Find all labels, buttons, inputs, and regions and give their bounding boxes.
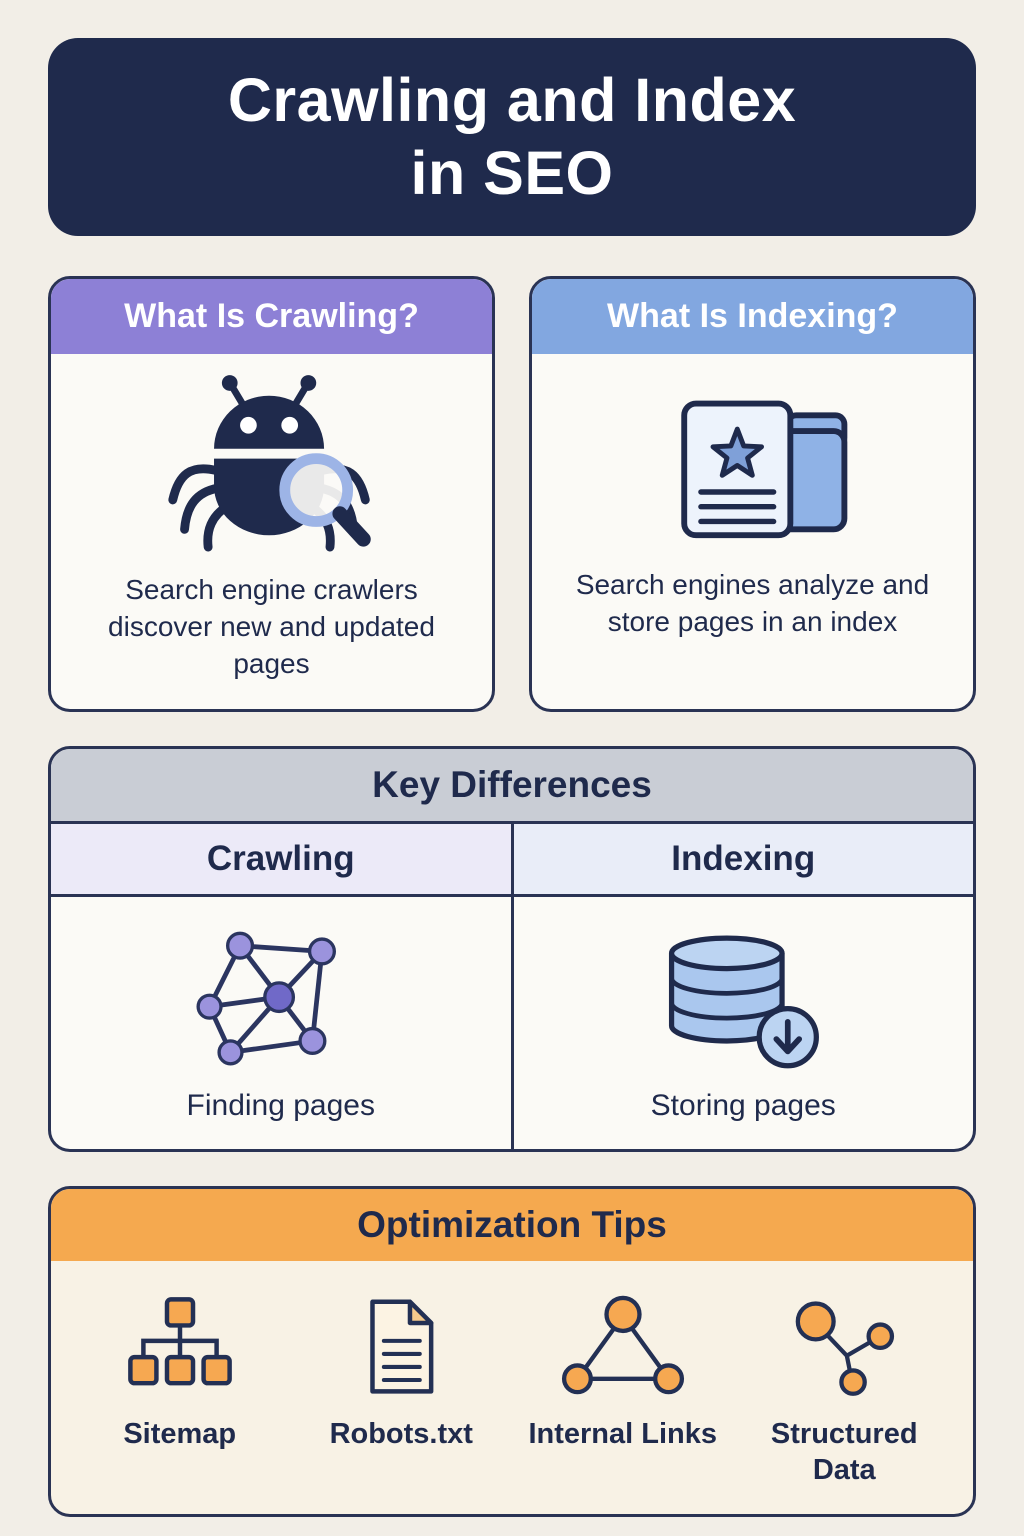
tip-structured-data: Structured Data bbox=[734, 1291, 956, 1488]
indexing-column: Indexing Storing pages bbox=[510, 824, 974, 1150]
indexing-column-header: Indexing bbox=[513, 824, 973, 898]
link-graph-icon bbox=[181, 919, 381, 1081]
indexing-card-description: Search engines analyze and store pages i… bbox=[575, 569, 930, 638]
tip-internal-links-label: Internal Links bbox=[528, 1418, 718, 1451]
indexing-column-caption: Storing pages bbox=[650, 1089, 836, 1123]
key-differences-title: Key Differences bbox=[51, 749, 973, 825]
key-differences-table: Crawling bbox=[51, 824, 974, 1150]
indexing-card: What Is Indexing? Search engines analyze… bbox=[529, 276, 976, 713]
tip-structured-data-label: Structured Data bbox=[770, 1418, 918, 1486]
crawling-column-header: Crawling bbox=[51, 824, 511, 898]
tip-robots-txt-label: Robots.txt bbox=[329, 1418, 473, 1451]
optimization-tips-section: Optimization Tips bbox=[48, 1186, 976, 1517]
database-store-icon bbox=[643, 919, 843, 1081]
crawling-column: Crawling bbox=[51, 824, 511, 1149]
page-title-line-2: in SEO bbox=[410, 139, 614, 208]
indexed-documents-icon bbox=[640, 370, 866, 557]
tip-internal-links: Internal Links bbox=[512, 1291, 734, 1452]
crawling-card-description: Search engine crawlers discover new and … bbox=[108, 574, 435, 680]
definition-cards-row: What Is Crawling? bbox=[48, 276, 976, 713]
sitemap-icon bbox=[119, 1291, 241, 1403]
page-title-line-1: Crawling and Index bbox=[227, 66, 797, 134]
header-banner: Crawling and Index in SEO bbox=[48, 38, 976, 237]
tip-sitemap: Sitemap bbox=[69, 1291, 291, 1452]
crawling-card-body: Search engine crawlers discover new and … bbox=[51, 354, 492, 709]
robots-txt-file-icon bbox=[348, 1291, 454, 1403]
tip-sitemap-label: Sitemap bbox=[123, 1418, 237, 1451]
key-differences-section: Key Differences Crawling bbox=[48, 746, 976, 1153]
crawling-column-body: Finding pages bbox=[51, 897, 511, 1149]
tip-robots-txt: Robots.txt bbox=[291, 1291, 513, 1452]
internal-links-icon bbox=[556, 1291, 690, 1403]
crawling-card-title: What Is Crawling? bbox=[51, 279, 492, 355]
optimization-tips-title: Optimization Tips bbox=[51, 1189, 973, 1262]
indexing-card-body: Search engines analyze and store pages i… bbox=[532, 354, 973, 709]
indexing-card-title: What Is Indexing? bbox=[532, 279, 973, 355]
optimization-tips-body: Sitemap Robots.txt bbox=[51, 1261, 973, 1514]
crawler-bug-icon bbox=[159, 370, 385, 562]
structured-data-icon bbox=[786, 1291, 903, 1403]
crawling-card: What Is Crawling? bbox=[48, 276, 495, 713]
indexing-column-body: Storing pages bbox=[514, 897, 974, 1149]
crawling-column-caption: Finding pages bbox=[186, 1089, 375, 1123]
